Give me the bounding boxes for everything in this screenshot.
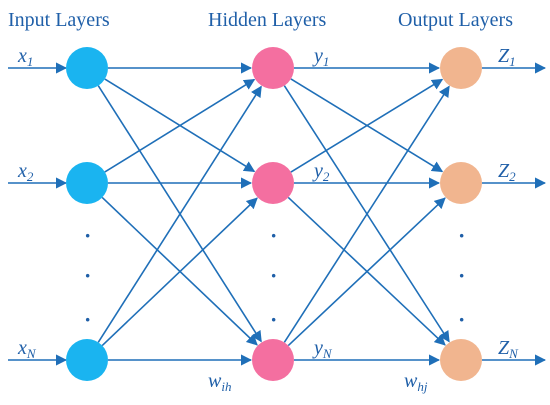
input-ellipsis-2: · [84, 263, 91, 288]
input-node-1 [66, 47, 108, 89]
output-layers-title: Output Layers [398, 9, 513, 31]
input-node-2 [66, 162, 108, 204]
output-label-zn: ZN [498, 337, 519, 361]
hidden-label-yn: yN [312, 337, 333, 361]
hidden-ellipsis-2: · [270, 263, 277, 288]
hidden-node-1 [252, 47, 294, 89]
edge-hidden-2-to-output-1 [290, 78, 444, 173]
input-node-n [66, 339, 108, 381]
input-layers-title: Input Layers [8, 9, 110, 31]
output-label-z1: Z1 [498, 45, 516, 69]
hidden-node-2 [252, 162, 294, 204]
input-ellipsis-1: · [84, 223, 91, 248]
connection-edges [97, 62, 450, 366]
output-label-z2: Z2 [498, 160, 516, 184]
edge-input-2-to-hidden-1 [104, 78, 256, 173]
hidden-label-y2: y2 [312, 160, 330, 184]
weight-label-whj: whj [404, 370, 428, 394]
input-ellipsis-3: · [84, 307, 91, 332]
hidden-ellipsis-3: · [270, 307, 277, 332]
ellipsis-dots: · · · · · · · · · [84, 223, 465, 332]
input-label-x2: x2 [17, 160, 34, 184]
weight-label-wih: wih [208, 370, 231, 394]
hidden-ellipsis-1: · [270, 223, 277, 248]
output-node-2 [440, 162, 482, 204]
edge-hidden-3-to-output-2 [287, 197, 446, 347]
hidden-layers-title: Hidden Layers [208, 9, 327, 31]
output-ellipsis-3: · [458, 307, 465, 332]
nodes [66, 47, 482, 381]
output-node-1 [440, 47, 482, 89]
edge-input-3-to-hidden-2 [101, 197, 258, 347]
output-node-n [440, 339, 482, 381]
edge-hidden-3-to-output-1 [283, 85, 450, 343]
input-label-x1: x1 [17, 45, 33, 69]
output-ellipsis-1: · [458, 223, 465, 248]
hidden-node-n [252, 339, 294, 381]
edge-input-3-to-hidden-1 [97, 85, 262, 343]
hidden-label-y1: y1 [312, 45, 329, 69]
output-ellipsis-2: · [458, 263, 465, 288]
output-arrows [482, 62, 547, 366]
input-arrows [8, 62, 68, 366]
input-label-xn: xN [17, 337, 37, 361]
